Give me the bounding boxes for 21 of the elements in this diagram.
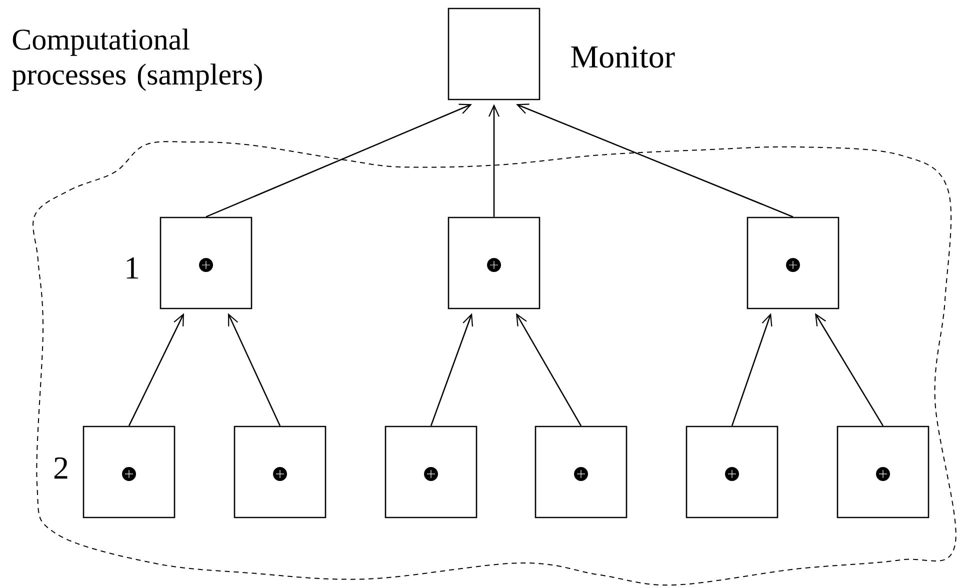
process-box xyxy=(448,8,540,100)
process-box xyxy=(234,426,326,518)
arrow xyxy=(430,313,474,426)
arrow xyxy=(488,104,500,217)
arrow xyxy=(815,313,884,426)
process-box xyxy=(160,216,252,310)
box-caption: Monitor xyxy=(571,46,675,68)
arrow xyxy=(228,313,281,426)
process-box xyxy=(82,426,176,518)
arrow xyxy=(206,104,472,218)
arrow xyxy=(516,104,794,218)
process-box xyxy=(746,216,840,310)
process-box xyxy=(836,426,930,518)
arrow xyxy=(128,313,184,426)
process-box xyxy=(448,216,540,310)
process-box xyxy=(534,426,628,518)
process-box xyxy=(384,426,478,518)
process-box xyxy=(686,426,778,518)
group-label: Computational processes (samplers) xyxy=(12,28,262,91)
arrow xyxy=(731,313,772,426)
arrow xyxy=(516,313,582,426)
